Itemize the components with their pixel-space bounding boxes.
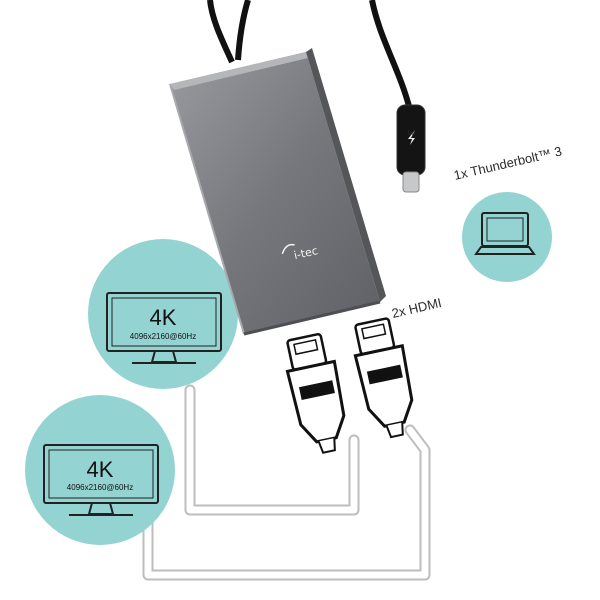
itec-logo: i-tec [281, 243, 319, 262]
logo-text: i-tec [293, 244, 319, 262]
monitor-icon [43, 444, 159, 516]
hdmi-count-label: 2x HDMI [390, 295, 443, 321]
monitor-icon [106, 292, 222, 364]
thunderbolt-cable [369, 0, 413, 111]
tb-symbol-number: 3 [406, 130, 416, 135]
thunderbolt-label: 1x Thunderbolt™ 3 [452, 143, 563, 182]
hdmi-plug-right: HDMI [353, 317, 414, 439]
monitor-top-resolution: 4K [150, 305, 177, 330]
logo-swoosh-icon [281, 243, 295, 255]
thunderbolt-plug [396, 104, 426, 193]
monitor-bottom-resolution: 4K [87, 457, 114, 482]
thunderbolt-icon [408, 130, 415, 145]
dock-cable [207, 0, 251, 64]
dock-device [169, 48, 386, 336]
monitor-bottom-mode: 4096x2160@60Hz [67, 483, 133, 492]
hdmi-cable-routing [142, 384, 431, 581]
monitor-circle-bottom: 4K 4096x2160@60Hz [25, 395, 175, 545]
monitor-circle-top: 4K 4096x2160@60Hz [88, 239, 238, 389]
hdmi-plug-left: HDMI [285, 333, 346, 454]
laptop-circle [462, 192, 552, 282]
laptop-icon [474, 212, 536, 255]
monitor-top-mode: 4096x2160@60Hz [130, 332, 196, 341]
